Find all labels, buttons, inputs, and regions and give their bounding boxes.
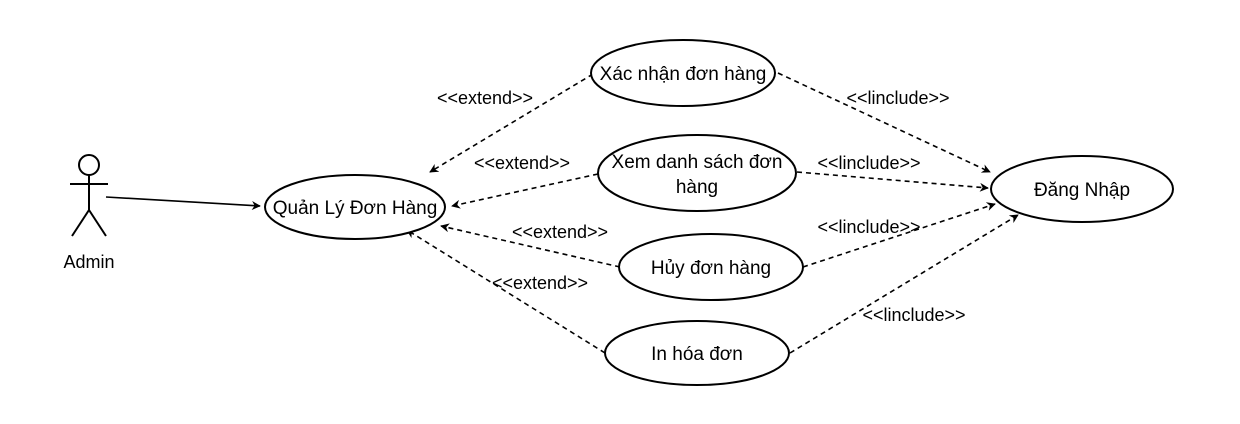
extend-view-label: <<extend>> xyxy=(474,153,570,173)
association-line xyxy=(105,196,261,211)
use-case-cancel xyxy=(618,233,804,301)
extend-cancel-label: <<extend>> xyxy=(512,222,608,242)
include-cancel-line xyxy=(802,202,996,268)
include-confirm-line xyxy=(777,72,991,173)
extend-confirm-line xyxy=(429,73,594,173)
actor-label: Admin xyxy=(63,252,114,272)
include-view-line xyxy=(796,171,989,192)
extend-cancel-line xyxy=(440,223,621,268)
use-case-view-label-line2: hàng xyxy=(676,177,718,198)
admin-actor xyxy=(70,154,108,237)
use-case-main-label: Quản Lý Đơn Hàng xyxy=(273,198,438,219)
use-case-view xyxy=(597,134,797,212)
include-view-label: <<linclude>> xyxy=(817,153,920,173)
use-case-print xyxy=(604,320,790,386)
include-cancel-label: <<linclude>> xyxy=(817,217,920,237)
use-case-login xyxy=(990,155,1174,223)
extend-view-line xyxy=(451,173,599,209)
include-print-label: <<linclude>> xyxy=(862,305,965,325)
use-case-login-label: Đăng Nhập xyxy=(1034,180,1130,201)
use-case-cancel-label: Hủy đơn hàng xyxy=(651,258,771,279)
extend-print-label: <<extend>> xyxy=(492,273,588,293)
use-case-main xyxy=(264,174,446,240)
include-confirm-label: <<linclude>> xyxy=(846,88,949,108)
extend-print-line xyxy=(406,229,606,354)
extend-confirm-label: <<extend>> xyxy=(437,88,533,108)
use-case-view-label-line1: Xem danh sách đơn xyxy=(612,152,783,173)
use-case-confirm xyxy=(590,39,776,107)
use-case-print-label: In hóa đơn xyxy=(651,344,743,365)
use-case-confirm-label: Xác nhận đơn hàng xyxy=(600,64,767,85)
